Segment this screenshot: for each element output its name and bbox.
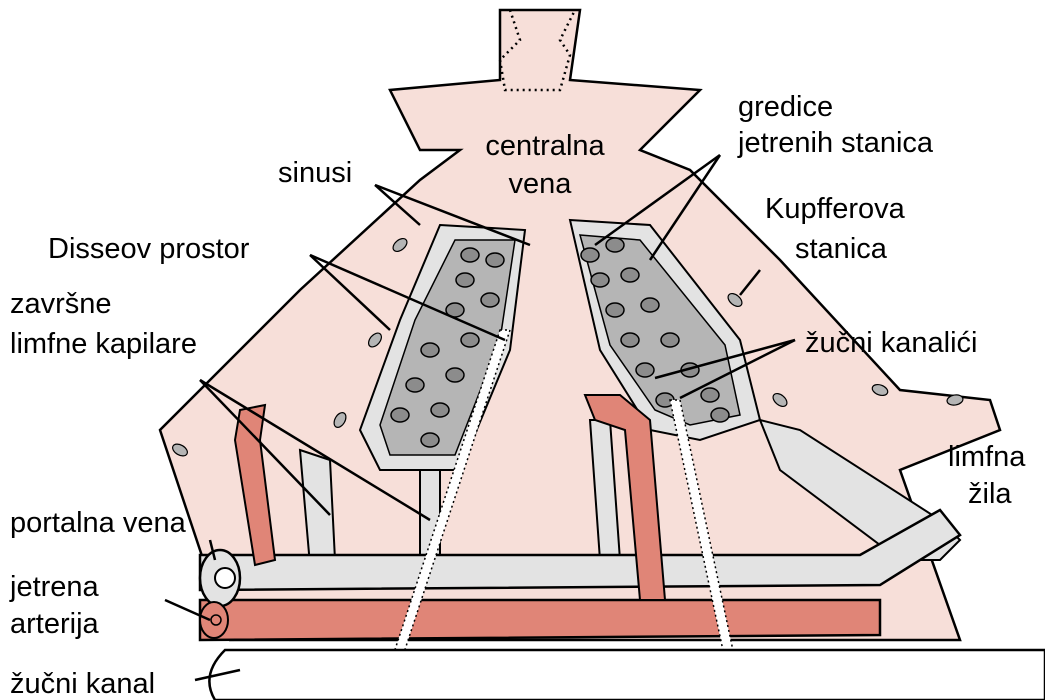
label-limfne-kapilare: limfne kapilare [10, 328, 197, 360]
label-stanica: stanica [795, 233, 888, 265]
label-disseov: Disseov prostor [48, 233, 250, 265]
lobule-sinus-area [160, 10, 1000, 640]
label-kupfferova: Kupfferova [765, 193, 906, 225]
hepatic-artery-tube [200, 600, 880, 640]
label-jetrenih-stanica: jetrenih stanica [737, 127, 934, 159]
label-vena: vena [509, 168, 573, 200]
label-zila: žila [968, 478, 1012, 510]
label-gredice: gredice [738, 91, 833, 123]
artery-lumen [211, 615, 221, 625]
label-centralna: centralna [485, 130, 605, 162]
bile-duct-tube [209, 650, 1045, 700]
label-limfna: limfna [948, 441, 1026, 473]
label-arterija: arterija [10, 608, 100, 640]
label-zavrsne: završne [10, 288, 112, 320]
label-portalna-vena: portalna vena [10, 507, 187, 539]
label-zucni-kanalici: žučni kanalići [805, 327, 977, 359]
portal-vein-lumen [215, 568, 235, 588]
label-zucni-kanal: žučni kanal [10, 668, 155, 700]
label-sinusi: sinusi [278, 157, 352, 189]
label-jetrena: jetrena [9, 571, 100, 603]
